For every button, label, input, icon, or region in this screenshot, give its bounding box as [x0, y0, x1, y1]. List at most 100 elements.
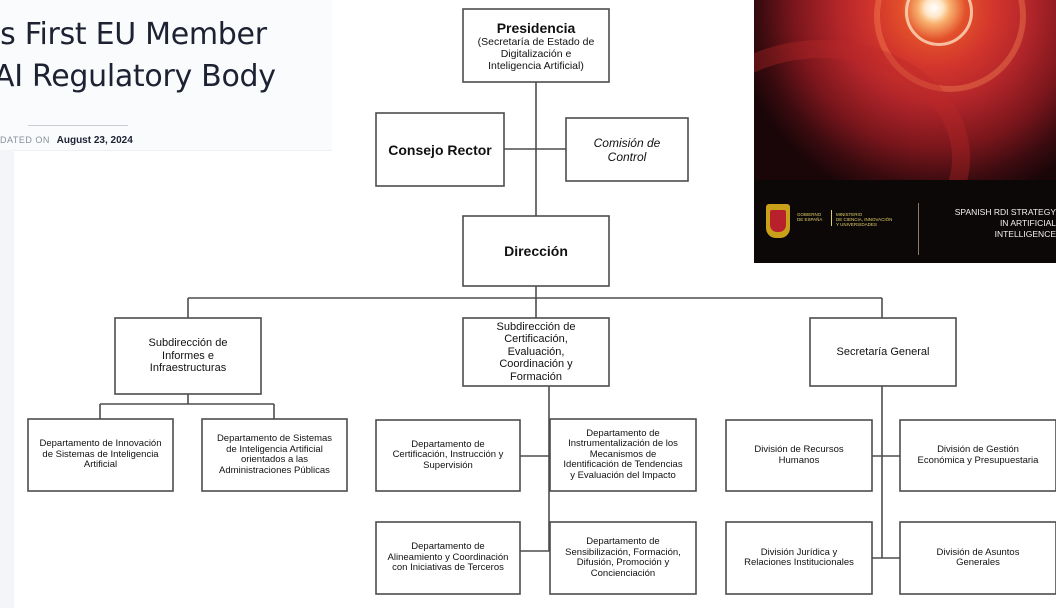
subdir-informes-line-2: Informes e — [162, 349, 214, 362]
node-div-juridica: División Jurídica y Relaciones Instituci… — [726, 522, 872, 594]
gestion-line-1: División de Gestión — [937, 444, 1019, 455]
instrumentalizacion-line-2: Instrumentalización de los — [568, 438, 678, 450]
box-div-asuntos-generales — [899, 521, 1056, 595]
gobierno-text: GOBIERNO DE ESPAÑA — [797, 212, 823, 222]
node-direccion: Dirección — [463, 216, 609, 286]
subdir-cert-line-2: Certificación, — [504, 333, 568, 346]
node-div-recursos-humanos: División de Recursos Humanos — [726, 420, 872, 491]
box-presidencia — [462, 8, 610, 83]
presidencia-title: Presidencia — [496, 19, 576, 36]
headline-line-2: AI Regulatory Body — [0, 59, 276, 94]
org-chart-connectors — [99, 82, 900, 559]
strategy-title: SPANISH RDI STRATEGY IN ARTIFICIAL INTEL… — [926, 207, 1056, 240]
strategy-line-2: IN ARTIFICIAL — [999, 218, 1056, 228]
sistemas-ap-line-4: Administraciones Públicas — [219, 464, 330, 476]
depto-cert-line-1: Departamento de — [411, 438, 485, 450]
header-divider — [28, 125, 128, 126]
cover-divider — [918, 203, 919, 255]
node-depto-alineamiento: Departamento de Alineamiento y Coordinac… — [376, 522, 520, 594]
alineamiento-line-3: con Iniciativas de Terceros — [392, 562, 504, 574]
presidencia-sub-1: (Secretaría de Estado de — [477, 35, 595, 48]
presidencia-sub-3: Inteligencia Artificial) — [488, 59, 584, 72]
sistemas-ap-line-3: orientados a las — [240, 454, 309, 465]
alineamiento-line-1: Departamento de — [411, 541, 485, 553]
node-div-asuntos-generales: División de Asuntos Generales — [900, 522, 1056, 594]
ministerio-text: MINISTERIO DE CIENCIA, INNOVACIÓN Y UNIV… — [836, 212, 893, 227]
node-consejo-rector: Consejo Rector — [376, 113, 504, 186]
instrumentalizacion-line-1: Departamento de — [586, 427, 660, 439]
innovacion-line-1: Departamento de Innovación — [39, 438, 162, 450]
subdir-informes-line-1: Subdirección de — [148, 337, 228, 350]
box-div-juridica — [725, 521, 873, 595]
instrumentalizacion-line-5: y Evaluación del Impacto — [570, 469, 676, 481]
juridica-line-1: División Jurídica y — [760, 546, 838, 558]
strategy-line-3: INTELLIGENCE — [994, 229, 1056, 239]
headline-line-1: es First EU Member — [0, 17, 267, 52]
comision-line-2: Control — [607, 149, 647, 164]
presidencia-sub-2: Digitalización e — [500, 47, 572, 60]
asuntos-line-2: Generales — [956, 557, 1000, 568]
sistemas-ap-line-2: de Inteligencia Artificial — [226, 443, 323, 455]
innovacion-line-2: de Sistemas de Inteligencia — [42, 448, 159, 460]
sensibilizacion-line-4: Concienciación — [590, 567, 656, 579]
box-div-recursos-humanos — [725, 419, 873, 492]
rrhh-line-1: División de Recursos — [754, 444, 844, 455]
depto-cert-line-3: Supervisión — [423, 459, 473, 471]
report-cover-image[interactable]: GOBIERNO DE ESPAÑA MINISTERIO DE CIENCIA… — [754, 0, 1056, 263]
box-comision-control — [565, 117, 689, 182]
node-presidencia: Presidencia (Secretaría de Estado de Dig… — [463, 9, 609, 82]
node-secretaria-general: Secretaría General — [810, 318, 956, 386]
box-depto-sistemas-ap — [201, 418, 348, 492]
sensibilizacion-line-1: Departamento de — [586, 536, 660, 547]
secretaria-general-label: Secretaría General — [836, 345, 930, 358]
article-sidebar-strip — [0, 150, 14, 608]
subdir-cert-line-3: Evaluación, — [507, 345, 565, 358]
node-depto-instrumentalizacion: Departamento de Instrumentalización de l… — [550, 419, 696, 491]
depto-cert-line-2: Certificación, Instrucción y — [392, 449, 504, 461]
node-depto-certificacion: Departamento de Certificación, Instrucci… — [376, 420, 520, 491]
alineamiento-line-2: Alineamiento y Coordinación — [387, 551, 509, 563]
instrumentalizacion-line-3: Mecanismos de — [589, 448, 657, 460]
node-subdir-informes: Subdirección de Informes e Infraestructu… — [115, 318, 261, 394]
sensibilizacion-line-3: Difusión, Promoción y — [576, 557, 670, 568]
subdir-informes-line-3: Infraestructuras — [149, 362, 227, 375]
spain-coat-of-arms-icon — [766, 204, 790, 238]
node-comision-control: Comisión de Control — [566, 118, 688, 181]
box-depto-alineamiento — [375, 521, 521, 595]
node-depto-sensibilizacion: Departamento de Sensibilización, Formaci… — [550, 522, 696, 594]
comision-line-1: Comisión de — [593, 135, 661, 150]
box-depto-instrumentalizacion — [549, 418, 697, 492]
instrumentalizacion-line-4: Identificación de Tendencias — [563, 459, 683, 471]
subdir-cert-line-4: Coordinación y — [499, 358, 573, 371]
node-div-gestion-economica: División de Gestión Económica y Presupue… — [900, 420, 1056, 491]
box-secretaria-general — [809, 317, 957, 387]
box-div-gestion-economica — [899, 419, 1056, 492]
sensibilizacion-line-2: Sensibilización, Formación, — [565, 546, 681, 558]
box-depto-sensibilizacion — [549, 521, 697, 595]
subdir-cert-line-5: Formación — [510, 370, 562, 383]
updated-dateline: DATED ON August 23, 2024 — [0, 135, 133, 146]
direccion-label: Dirección — [504, 243, 568, 259]
sistemas-ap-line-1: Departamento de Sistemas — [216, 433, 333, 444]
updated-date: August 23, 2024 — [56, 135, 133, 146]
box-consejo-rector — [375, 112, 505, 187]
box-subdir-informes — [114, 317, 262, 395]
article-headline[interactable]: es First EU Member AI Regulatory Body — [0, 14, 340, 98]
cover-logo-separator — [831, 210, 832, 226]
box-depto-innovacion — [27, 418, 174, 492]
box-direccion — [462, 215, 610, 287]
asuntos-line-1: División de Asuntos — [936, 546, 1020, 558]
innovacion-line-3: Artificial — [83, 459, 118, 471]
box-depto-certificacion — [375, 419, 521, 492]
rrhh-line-2: Humanos — [778, 454, 820, 466]
strategy-line-1: SPANISH RDI STRATEGY — [954, 207, 1056, 217]
cover-artwork — [754, 0, 1056, 180]
subdir-cert-line-1: Subdirección de — [496, 320, 576, 333]
box-subdir-certificacion — [462, 317, 610, 387]
updated-label: DATED ON — [0, 135, 50, 145]
consejo-rector-label: Consejo Rector — [388, 141, 492, 158]
node-subdir-certificacion: Subdirección de Certificación, Evaluació… — [463, 318, 609, 386]
juridica-line-2: Relaciones Institucionales — [744, 557, 854, 568]
cover-footer-band — [754, 180, 1056, 263]
